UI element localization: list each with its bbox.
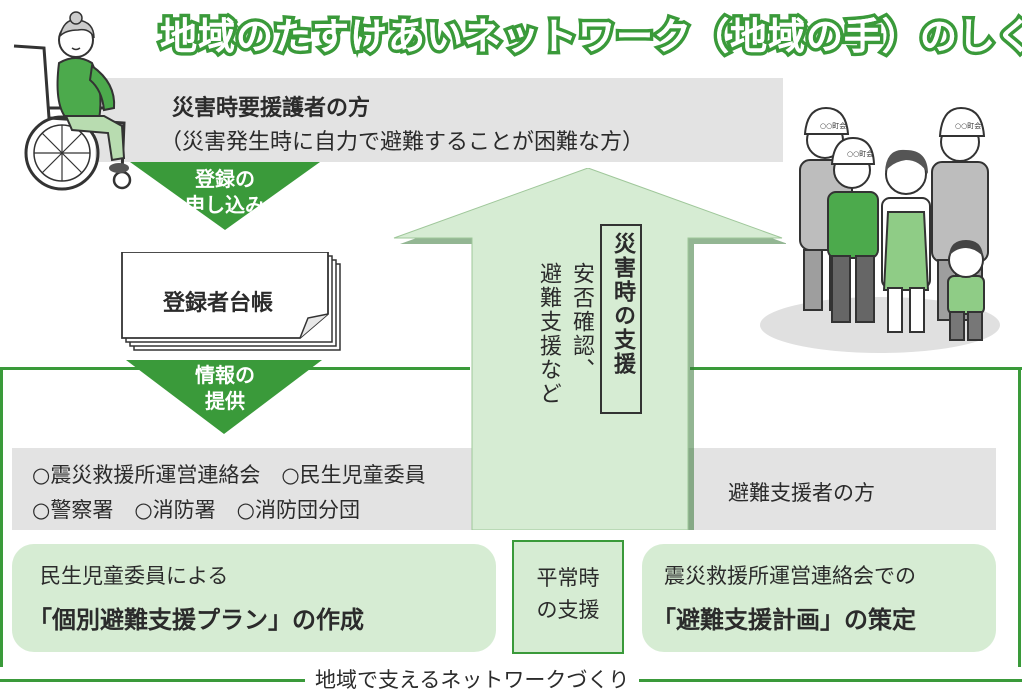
individual-plan-main: 「個別避難支援プラン」の作成 (28, 606, 364, 634)
disaster-support-heading: 災害時の支援 (610, 232, 635, 376)
helper-subtitle: （災害発生時に自力で避難することが困難な方） (160, 130, 645, 155)
info-label: 情報の 提供 (170, 362, 280, 414)
wheelchair-person-illustration (13, 11, 132, 191)
organizations-row1: ○震災救援所運営連絡会 ○民生児童委員 (32, 463, 426, 487)
individual-plan-box (12, 544, 496, 652)
helper-title: 災害時要援護者の方 (172, 96, 371, 121)
network-line-right-vert (1018, 367, 1021, 667)
organizations-row2: ○警察署 ○消防署 ○消防団分団 (32, 498, 360, 522)
ledger-document-stack (121, 252, 341, 351)
normal-time-line1: 平常時 (536, 566, 600, 590)
evacuation-plan-main: 「避難支援計画」の策定 (652, 606, 916, 634)
evacuee-supporter-box (644, 448, 996, 530)
info-provision-arrow (126, 360, 322, 434)
disaster-support-detail-col2: 避難支援など (536, 262, 561, 406)
network-line-right (690, 367, 1022, 370)
helmet-text-3: ○○町会 (847, 149, 873, 158)
info-line2: 提供 (205, 389, 245, 413)
normal-time-support-box (512, 540, 624, 654)
normal-time-line2: の支援 (536, 598, 600, 622)
registration-label: 登録の 申し込み (170, 166, 280, 218)
evacuee-supporter-label: 避難支援者の方 (728, 481, 875, 505)
info-line1: 情報の (195, 363, 255, 387)
network-line-left-vert (0, 367, 3, 667)
disaster-support-detail-col1: 安否確認、 (569, 262, 594, 382)
individual-plan-sub: 民生児童委員による (40, 564, 229, 588)
normal-time-label: 平常時 の支援 (512, 562, 624, 626)
registration-line1: 登録の (195, 167, 255, 191)
helmet-text-1: ○○町会 (820, 121, 846, 130)
evacuation-plan-sub: 震災救援所運営連絡会での (664, 564, 916, 588)
footer-label: 地域で支えるネットワークづくり (305, 664, 640, 694)
disaster-support-arrow (393, 168, 786, 530)
evacuation-plan-box (642, 544, 996, 652)
page-title-outline: 地域のたすけあいネットワーク（地域の手）のしくみ (156, 12, 1022, 62)
helmet-text-2: ○○町会 (955, 121, 981, 130)
rescue-team-illustration: ○○町会 ○○町会 ○○町会 (760, 106, 1000, 353)
registration-arrow (130, 162, 320, 230)
helper-box (95, 78, 783, 162)
disaster-support-heading-box (600, 224, 642, 414)
registration-line2: 申し込み (185, 193, 265, 217)
ledger-label: 登録者台帳 (163, 291, 274, 316)
page-title: 地域のたすけあいネットワーク（地域の手）のしくみ (160, 15, 1022, 58)
